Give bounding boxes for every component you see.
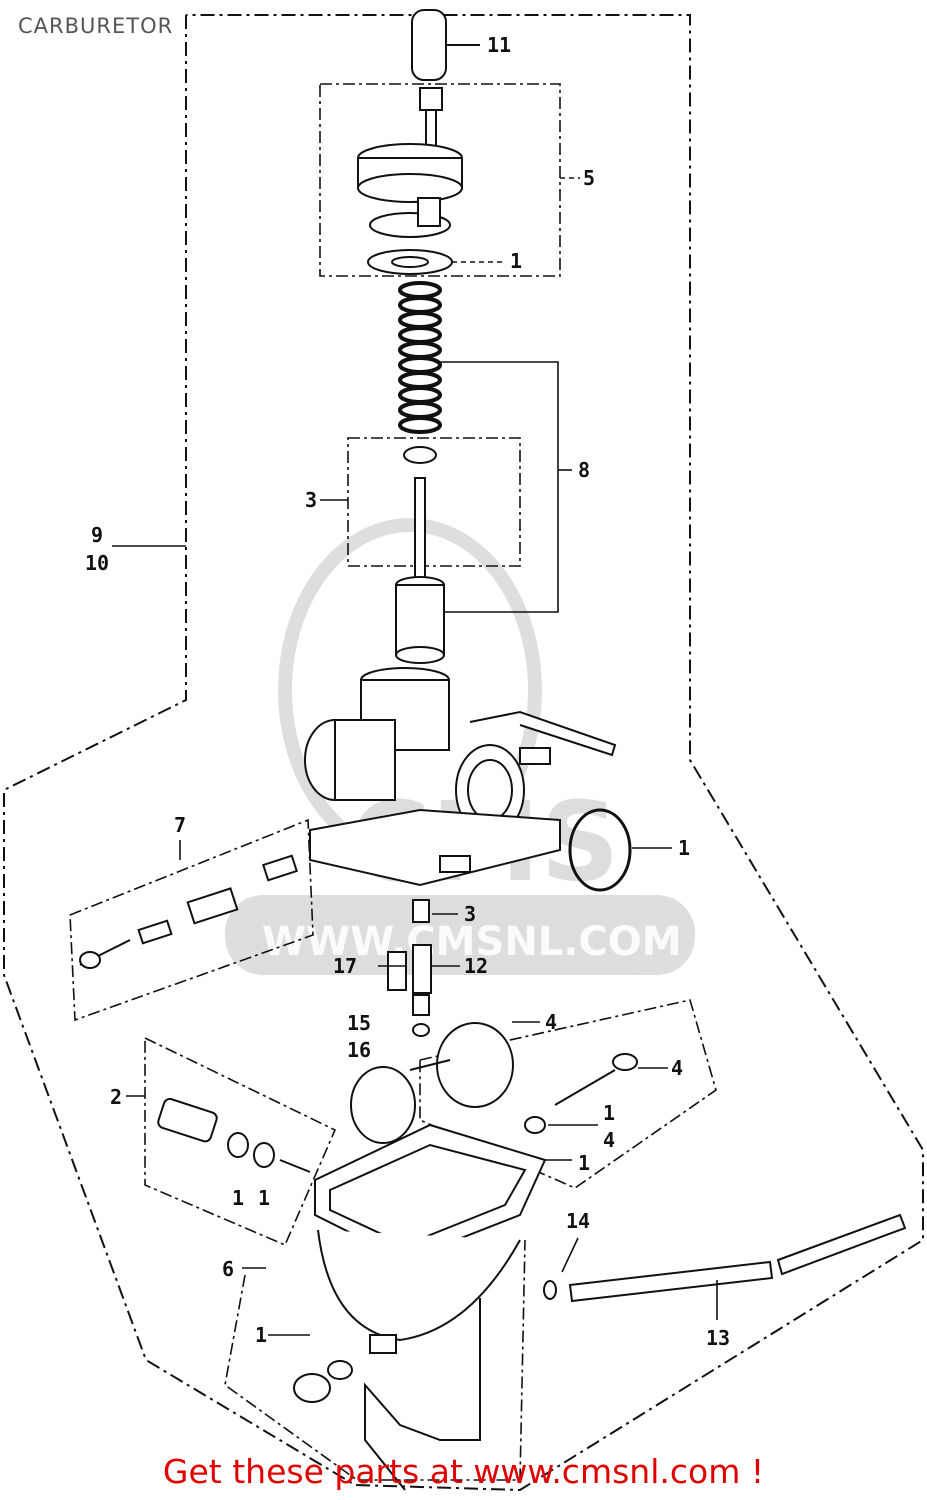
part-4-float xyxy=(350,1022,514,1144)
drain-plug xyxy=(293,1360,353,1403)
part-13-tube xyxy=(543,1213,907,1303)
callout-1: 1 xyxy=(258,1186,270,1210)
part-5-top-cap xyxy=(357,87,463,275)
part-1-o-ring xyxy=(568,808,632,892)
callout-17: 17 xyxy=(333,954,357,978)
callout-1: 1 xyxy=(578,1151,590,1175)
bracket-8 xyxy=(435,361,572,613)
callout-12: 12 xyxy=(464,954,488,978)
assembly-boundary xyxy=(3,14,924,1492)
callout-14: 14 xyxy=(566,1209,590,1233)
part-2-pilot xyxy=(157,1097,311,1173)
callout-4: 4 xyxy=(545,1010,557,1034)
leaders xyxy=(378,913,540,1023)
callout-11: 11 xyxy=(487,33,511,57)
callout-2: 2 xyxy=(110,1085,122,1109)
callout-6: 6 xyxy=(222,1257,234,1281)
part-7-air-screw xyxy=(79,854,298,969)
callout-16: 16 xyxy=(347,1038,371,1062)
callout-15: 15 xyxy=(347,1011,371,1035)
callout-1: 1 xyxy=(603,1101,615,1125)
part-6-float-bowl xyxy=(314,1123,547,1354)
callout-10: 10 xyxy=(85,551,109,575)
callout-13: 13 xyxy=(706,1326,730,1350)
callout-4: 4 xyxy=(671,1056,683,1080)
page-title: CARBURETOR xyxy=(18,14,174,38)
part-11-cap xyxy=(411,9,480,81)
callout-5: 5 xyxy=(583,166,595,190)
overflow-tube xyxy=(364,1298,481,1491)
jet-parts xyxy=(387,899,432,1037)
callout-9: 9 xyxy=(91,523,103,547)
callout-4: 4 xyxy=(603,1128,615,1152)
carburetor-body xyxy=(304,667,617,887)
part-8-spring xyxy=(398,281,442,434)
callout-1: 1 xyxy=(232,1186,244,1210)
drain-screw xyxy=(524,1053,638,1134)
watermark-url: WWW.CMSNL.COM xyxy=(262,919,682,965)
footer-link[interactable]: Get these parts at www.cmsnl.com ! xyxy=(162,1452,765,1491)
subgroup-boxes xyxy=(69,83,717,1481)
leaders xyxy=(561,1237,718,1320)
callout-3: 3 xyxy=(464,902,476,926)
callout-1: 1 xyxy=(255,1323,267,1347)
callout-1: 1 xyxy=(510,249,522,273)
throttle-slide xyxy=(395,576,445,664)
callout-8: 8 xyxy=(578,458,590,482)
watermark: CMS xyxy=(225,518,695,975)
callout-1: 1 xyxy=(678,836,690,860)
callout-7: 7 xyxy=(174,813,186,837)
callout-3: 3 xyxy=(305,488,317,512)
